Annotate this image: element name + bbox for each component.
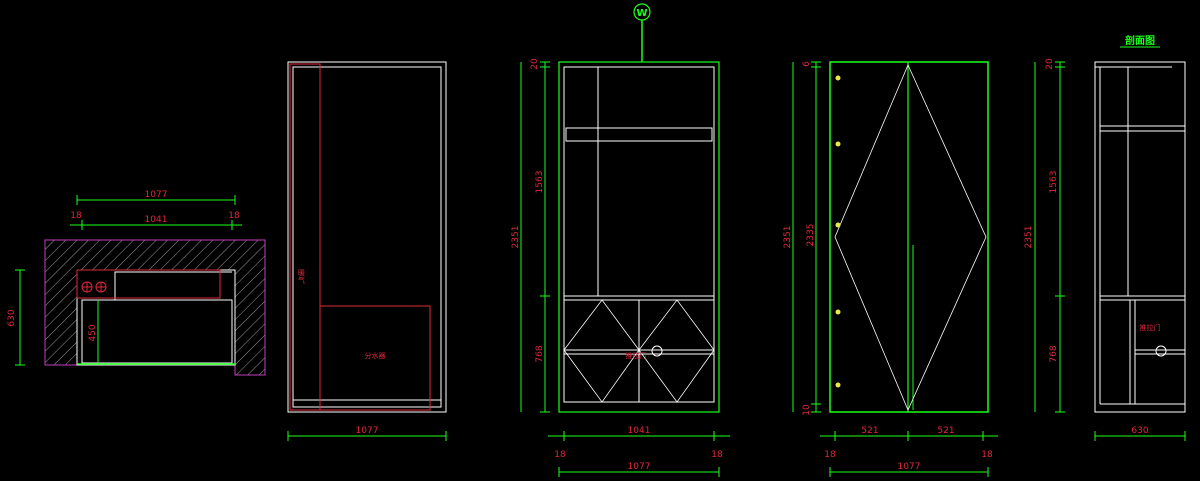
fo-dim-top: 20 (530, 58, 540, 70)
rs-dim-depth: 630 (1131, 426, 1148, 436)
plan-view: 1077 1041 18 18 630 450 (7, 190, 266, 376)
axis-mark-label: W (636, 8, 647, 19)
fc-right-door-pattern (907, 64, 987, 411)
rs-dim-mid: 1563 (1049, 171, 1059, 194)
fc-left-door-pattern (834, 64, 909, 411)
side-red-box (319, 305, 431, 411)
side-label-box: 分水器 (365, 351, 386, 360)
fc-dim-left: 18 (824, 450, 836, 460)
fc-dim-width: 1077 (898, 462, 921, 472)
plan-dim-depth: 630 (7, 309, 17, 326)
plan-dim-inner: 1041 (145, 215, 168, 225)
front-closed-view: 2351 6 2335 10 521 521 18 18 1077 (783, 61, 998, 477)
fo-knob-icon (651, 345, 663, 357)
rs-dim-top: 20 (1045, 58, 1055, 70)
fc-dim-bottom: 10 (802, 404, 812, 416)
fo-hanging-rail (565, 127, 713, 142)
rs-outer (1094, 61, 1186, 413)
right-section-view: 剖面图 推拉门 2351 20 1563 768 630 (1024, 34, 1186, 441)
front-open-view: W 推拉门 2351 20 1563 768 1041 18 18 1077 (511, 3, 730, 477)
fo-dim-inner: 1041 (628, 426, 651, 436)
fo-outer (558, 61, 720, 413)
side-outer (287, 61, 447, 413)
right-section-title: 剖面图 (1125, 34, 1155, 47)
plan-red-zone (76, 269, 221, 299)
plan-cabinet-inner (81, 299, 233, 364)
rs-knob-icon (1155, 345, 1167, 357)
rs-label-door: 推拉门 (1140, 323, 1161, 332)
fc-dim-top: 6 (802, 61, 812, 67)
fo-dim-total: 2351 (511, 226, 521, 249)
fc-dim-door-right: 521 (937, 426, 954, 436)
fo-dim-width: 1077 (628, 462, 651, 472)
fc-dim-door-left: 521 (861, 426, 878, 436)
fc-outer (829, 61, 989, 413)
fc-dim-inner: 2335 (806, 224, 816, 247)
side-dim-width: 1077 (356, 426, 379, 436)
fc-dim-right: 18 (981, 450, 993, 460)
side-red-upper (289, 63, 321, 411)
rs-dim-bottom: 768 (1049, 345, 1059, 362)
fo-dim-bottom: 768 (535, 345, 545, 362)
plan-dim-inner-depth: 450 (88, 324, 98, 341)
fo-dim-left: 18 (554, 450, 566, 460)
plan-cabinet-outer (76, 269, 236, 366)
plan-dim-left: 18 (70, 211, 82, 221)
rs-dim-total: 2351 (1024, 226, 1034, 249)
fo-dim-mid: 1563 (535, 171, 545, 194)
plan-dim-total: 1077 (145, 190, 168, 200)
hinge-icon (835, 75, 841, 388)
side-section-view: 暖气 分水器 1077 (287, 61, 447, 441)
fc-dim-total: 2351 (783, 226, 793, 249)
fo-label-door: 推拉门 (626, 351, 647, 360)
side-label-upper: 暖气 (298, 269, 305, 285)
fo-dim-right: 18 (711, 450, 723, 460)
side-inner (292, 66, 442, 408)
outlet-icon (81, 281, 107, 293)
plan-dim-right: 18 (228, 211, 240, 221)
